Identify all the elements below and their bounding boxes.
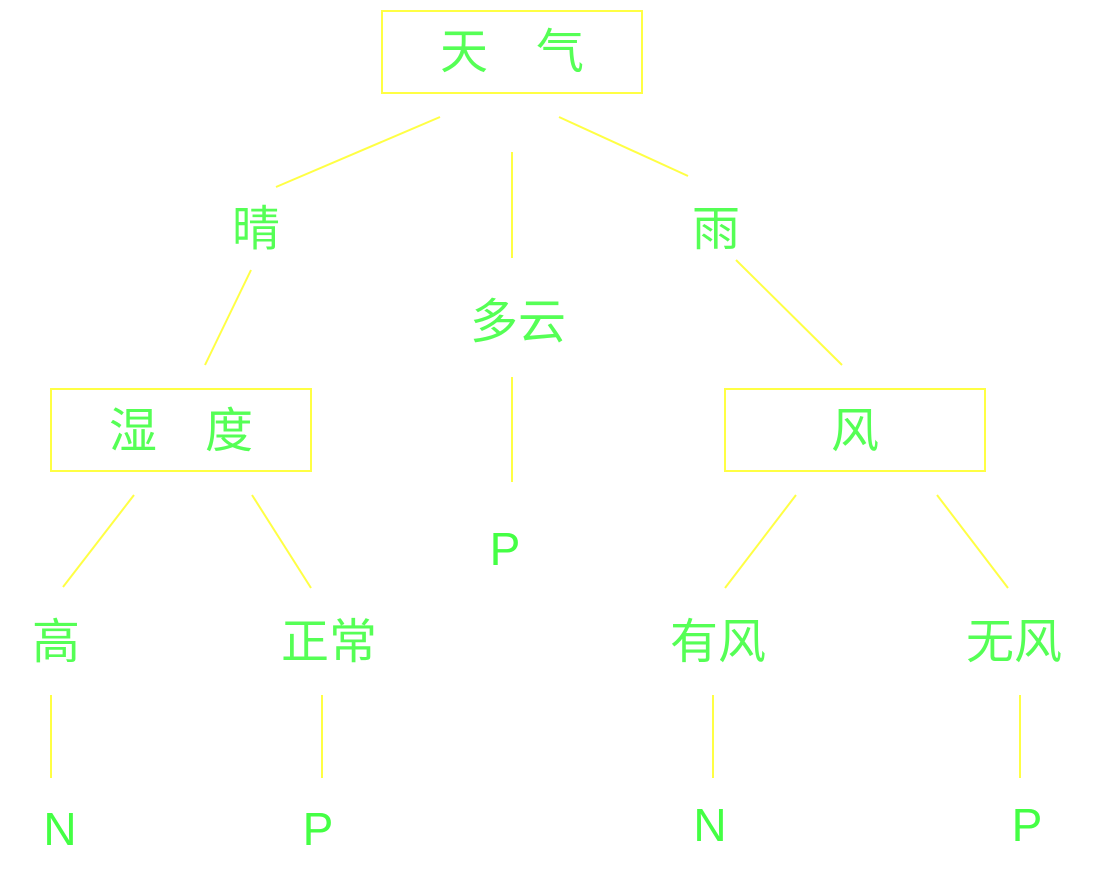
wind-node-label: 风 (831, 403, 879, 459)
weather-node-box (381, 10, 643, 94)
normal-result-leaf: P (303, 803, 334, 855)
rain-branch-label: 雨 (692, 201, 740, 257)
cloudy-result-leaf: P (490, 523, 521, 575)
cloudy-branch-label: 多云 (470, 294, 566, 350)
humidity-node-label: 湿 度 (109, 403, 253, 459)
edge-weather-rain (558, 116, 689, 177)
edge-sunny-humidity (204, 269, 252, 366)
weather-node-label: 天 气 (440, 24, 584, 80)
edge-wind-no-wind (936, 494, 1009, 589)
edge-humidity-high (62, 494, 135, 588)
edge-rain-wind (735, 259, 843, 366)
edge-humidity-normal (251, 494, 312, 589)
no-wind-result-leaf: P (1012, 799, 1043, 851)
edge-weather-sunny (275, 116, 441, 188)
no-wind-branch-label: 无风 (966, 614, 1062, 670)
windy-result-leaf: N (693, 799, 726, 851)
high-branch-label: 高 (32, 614, 80, 670)
normal-branch-label: 正常 (281, 614, 377, 670)
humidity-node-box (50, 388, 312, 472)
sunny-branch-label: 晴 (232, 201, 280, 257)
windy-branch-label: 有风 (670, 614, 766, 670)
edge-wind-windy (724, 494, 797, 589)
high-result-leaf: N (43, 803, 76, 855)
wind-node-box (724, 388, 986, 472)
tree-edges (50, 116, 1021, 778)
